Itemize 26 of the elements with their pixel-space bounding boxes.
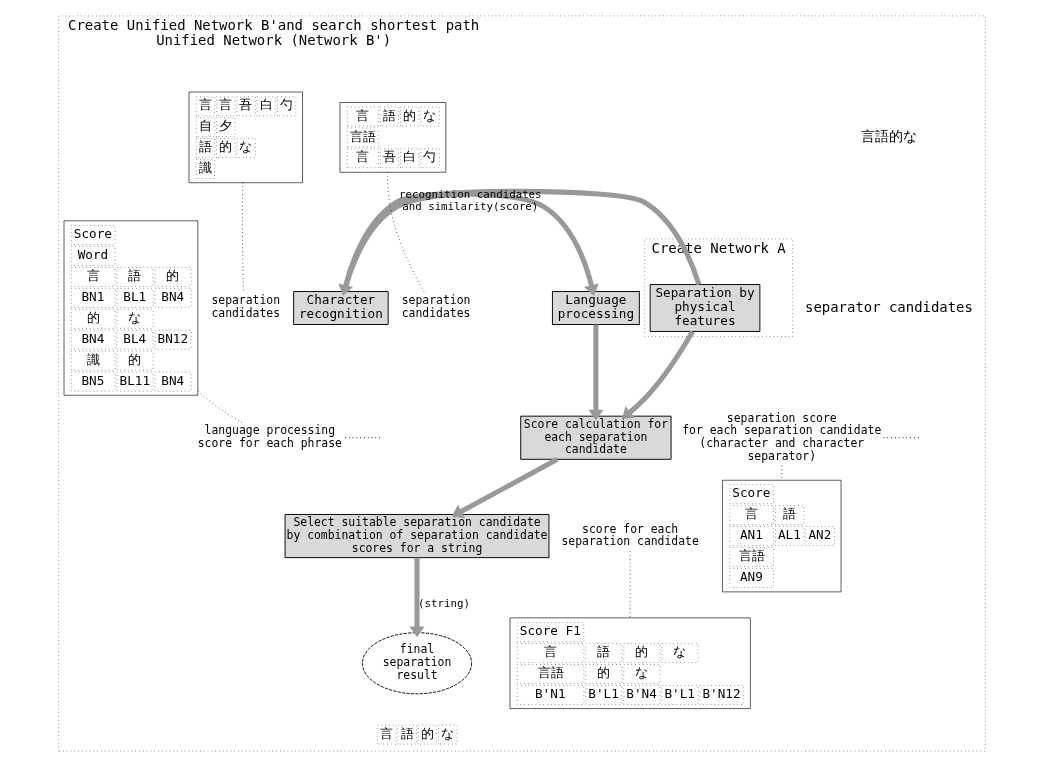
node-box: Score F1 言 語 的 な 言語 的 な B'N1 B'L1 B'N4 B'L1 B'N12 [509, 617, 751, 709]
node-box: Score Word 言 語 的 BN1 BL1 BN4 的 な BN4 BL4 BN12 識 的 BN5 BL11 BN4 [63, 220, 198, 396]
node-text: separation score for each separation candidate (character and character separator) [681, 410, 881, 463]
label: 言語的な [860, 127, 917, 144]
node-text: score for each separation candidate [560, 521, 699, 549]
arrow [408, 557, 425, 638]
node-text: language processing score for each phrase [197, 423, 342, 450]
arrow [621, 330, 695, 419]
node-box: Separation by physical features [649, 284, 760, 332]
node-box: Character recognition [292, 291, 389, 325]
arrow [587, 324, 603, 421]
node-box: Score calculation for each separation candidate [519, 415, 672, 460]
node-box: Language processing [551, 291, 640, 325]
node-box: Select suitable separation candidate by combination of separation candidate scores for a string [284, 514, 549, 559]
label: separator candidates [804, 298, 973, 315]
node-box: Score 言 語 AN1 AL1 AN2 言語 AN9 [721, 479, 841, 593]
edge-label: (string) [417, 597, 470, 611]
node-box: 言 言 吾 白 勺 自 夕 語 的 な 識 [188, 91, 303, 184]
node-box: 言 語 的 な 言語 言 吾 白 勺 [339, 102, 446, 173]
node-ellipse: final separation result [361, 632, 472, 695]
arrow [341, 191, 599, 296]
node-text: separation candidates [401, 293, 470, 321]
arrow [337, 188, 701, 296]
connector [386, 171, 425, 294]
arrow [451, 457, 558, 518]
node-text: separation candidates [210, 293, 280, 321]
